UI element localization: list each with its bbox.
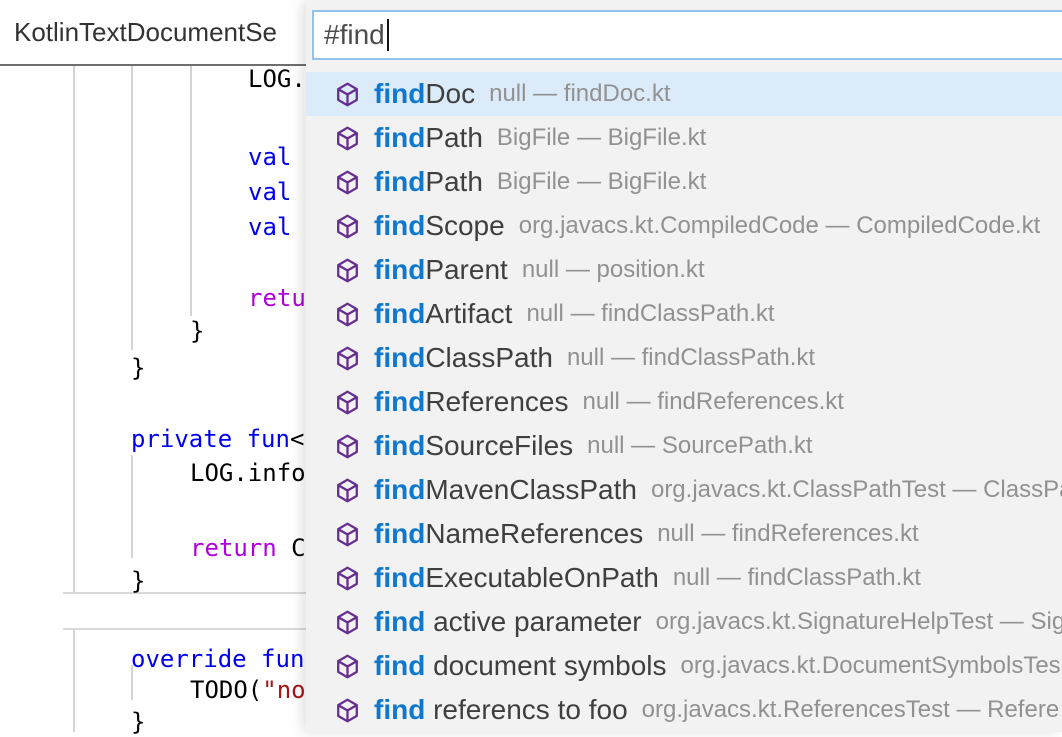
result-item[interactable]: findScope org.javacs.kt.CompiledCode — Co…	[306, 204, 1062, 248]
result-item[interactable]: findPath BigFile — BigFile.kt	[306, 116, 1062, 160]
code-line: }	[190, 317, 205, 345]
search-query-text: #find	[324, 19, 385, 50]
result-meta: null — findClassPath.kt	[672, 564, 921, 591]
result-item[interactable]: findReferences null — findReferences.kt	[306, 380, 1062, 424]
result-meta: null — position.kt	[521, 256, 705, 283]
symbol-method-icon	[334, 301, 361, 328]
symbol-method-icon	[334, 125, 361, 152]
code-line: }	[131, 708, 146, 736]
text-caret	[386, 19, 389, 51]
result-label: findArtifact	[374, 298, 513, 329]
indent-guide	[73, 628, 75, 732]
result-label: findScope	[374, 210, 505, 241]
symbol-method-icon	[334, 81, 361, 108]
result-item[interactable]: find referencs to foo org.javacs.kt.Refer…	[306, 688, 1062, 732]
result-meta: null — SourcePath.kt	[587, 432, 813, 459]
result-label: findNameReferences	[374, 518, 644, 549]
result-label: findDoc	[374, 78, 476, 109]
code-line: }	[131, 567, 146, 595]
symbol-method-icon	[334, 433, 361, 460]
result-item[interactable]: findSourceFiles null — SourcePath.kt	[306, 424, 1062, 468]
code-line: retu	[248, 284, 306, 312]
symbol-method-icon	[334, 213, 361, 240]
result-item[interactable]: findArtifact null — findClassPath.kt	[306, 292, 1062, 336]
result-item[interactable]: findClassPath null — findClassPath.kt	[306, 336, 1062, 380]
result-item[interactable]: findPath BigFile — BigFile.kt	[306, 160, 1062, 204]
code-line: private fun<	[131, 425, 305, 453]
result-label: findClassPath	[374, 342, 553, 373]
symbol-method-icon	[334, 345, 361, 372]
result-label: find document symbols	[374, 650, 667, 681]
symbol-method-icon	[334, 653, 361, 680]
result-meta: org.javacs.kt.ReferencesTest — Refere	[641, 696, 1060, 723]
indent-guide	[131, 455, 133, 558]
result-label: find active parameter	[374, 606, 642, 637]
result-label: findSourceFiles	[374, 430, 574, 461]
result-item[interactable]: findMavenClassPath org.javacs.kt.ClassPat…	[306, 468, 1062, 512]
result-meta: BigFile — BigFile.kt	[496, 168, 707, 195]
symbol-method-icon	[334, 477, 361, 504]
result-label: findParent	[374, 254, 508, 285]
result-label: findMavenClassPath	[374, 474, 637, 505]
result-meta: org.javacs.kt.SignatureHelpTest — Sig	[655, 608, 1062, 635]
result-label: find referencs to foo	[374, 694, 628, 725]
result-meta: null — findReferences.kt	[582, 388, 844, 415]
result-label: findPath	[374, 122, 483, 153]
code-line: val	[248, 213, 292, 241]
symbol-method-icon	[334, 389, 361, 416]
result-meta: org.javacs.kt.CompiledCode — CompiledCod…	[518, 212, 1041, 239]
symbol-method-icon	[334, 609, 361, 636]
result-label: findPath	[374, 166, 483, 197]
result-meta: null — findDoc.kt	[489, 80, 671, 107]
indent-guide	[190, 66, 192, 316]
code-line: val	[248, 143, 292, 171]
indent-guide	[131, 665, 133, 700]
code-line: override fun	[131, 645, 305, 673]
result-meta: org.javacs.kt.ClassPathTest — ClassPa	[650, 476, 1062, 503]
result-meta: null — findClassPath.kt	[566, 344, 816, 371]
result-label: findReferences	[374, 386, 569, 417]
indent-guide	[73, 66, 75, 592]
symbol-search-input[interactable]: #find	[312, 10, 1062, 60]
result-item[interactable]: findExecutableOnPath null — findClassPath…	[306, 556, 1062, 600]
result-meta: null — findReferences.kt	[657, 520, 919, 547]
result-label: findExecutableOnPath	[374, 562, 659, 593]
symbol-method-icon	[334, 565, 361, 592]
result-item[interactable]: find document symbols org.javacs.kt.Docum…	[306, 644, 1062, 688]
result-item[interactable]: findNameReferences null — findReferences.…	[306, 512, 1062, 556]
symbol-method-icon	[334, 521, 361, 548]
result-item[interactable]: find active parameter org.javacs.kt.Signa…	[306, 600, 1062, 644]
window-title: KotlinTextDocumentSe	[14, 16, 278, 47]
result-meta: BigFile — BigFile.kt	[496, 124, 707, 151]
result-meta: org.javacs.kt.DocumentSymbolsTes	[680, 652, 1061, 679]
code-line: }	[131, 354, 146, 382]
result-meta: null — findClassPath.kt	[526, 300, 775, 327]
code-line: return C	[190, 534, 306, 562]
symbol-method-icon	[334, 169, 361, 196]
symbol-method-icon	[334, 697, 361, 724]
code-line: TODO("not	[190, 676, 321, 704]
symbol-method-icon	[334, 257, 361, 284]
code-line: LOG.info	[190, 459, 306, 487]
result-item[interactable]: findDoc null — findDoc.kt	[306, 72, 1062, 116]
code-line: LOG.	[248, 65, 306, 93]
result-item[interactable]: findParent null — position.kt	[306, 248, 1062, 292]
indent-guide	[131, 66, 133, 350]
